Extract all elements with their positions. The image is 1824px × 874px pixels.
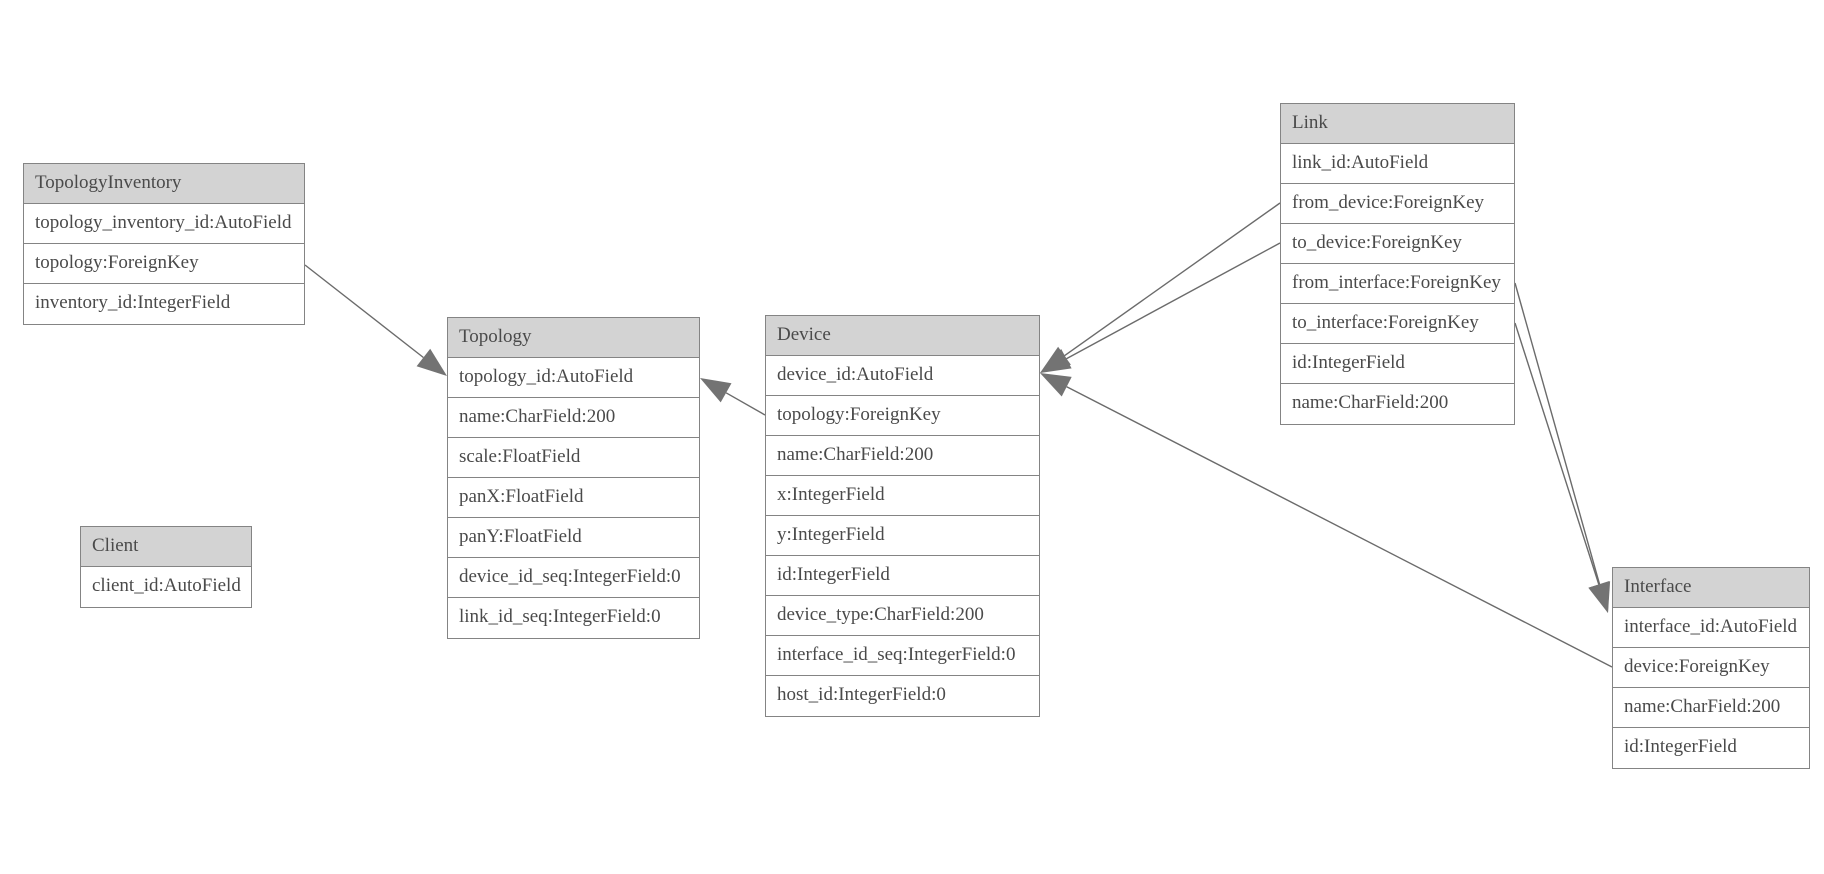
field-row: client_id:AutoField [81,567,251,607]
field-row: topology:ForeignKey [766,396,1039,436]
arrowhead-into-device-from-interface [1040,373,1072,397]
field-row: device_type:CharField:200 [766,596,1039,636]
field-row: inventory_id:IntegerField [24,284,304,324]
arrowhead-into-device-from-link-1 [1040,346,1071,373]
field-row: panX:FloatField [448,478,699,518]
field-row: topology_id:AutoField [448,358,699,398]
entity-device-header: Device [766,316,1039,356]
edge-device-to-topology [725,392,766,416]
field-row: name:CharField:200 [1613,688,1809,728]
field-row: id:IntegerField [1281,344,1514,384]
field-row: to_device:ForeignKey [1281,224,1514,264]
field-row: y:IntegerField [766,516,1039,556]
entity-interface-header: Interface [1613,568,1809,608]
field-row: device_id_seq:IntegerField:0 [448,558,699,598]
edge-link-to-device-to-device [1066,242,1281,360]
arrowhead-into-interface-1 [1589,581,1611,613]
field-row: x:IntegerField [766,476,1039,516]
entity-interface: Interface interface_id:AutoField device:… [1612,567,1810,769]
field-row: topology_inventory_id:AutoField [24,204,304,244]
edge-interface-to-device [1066,386,1613,668]
field-row: link_id:AutoField [1281,144,1514,184]
arrowhead-into-device-from-link-2 [1040,349,1072,373]
field-row: device_id:AutoField [766,356,1039,396]
field-row: interface_id_seq:IntegerField:0 [766,636,1039,676]
arrowhead-into-interface-2 [1588,581,1610,613]
entity-topologyinventory: TopologyInventory topology_inventory_id:… [23,163,305,325]
field-row: panY:FloatField [448,518,699,558]
arrowhead-into-topology-right [700,378,732,403]
field-row: id:IntegerField [1613,728,1809,768]
field-row: scale:FloatField [448,438,699,478]
field-row: name:CharField:200 [448,398,699,438]
field-row: interface_id:AutoField [1613,608,1809,648]
entity-topology-header: Topology [448,318,699,358]
field-row: from_interface:ForeignKey [1281,264,1514,304]
entity-link-header: Link [1281,104,1514,144]
entity-client: Client client_id:AutoField [80,526,252,608]
edge-link-to-interface-to-interface [1514,322,1600,585]
field-row: name:CharField:200 [1281,384,1514,424]
entity-link: Link link_id:AutoField from_device:Forei… [1280,103,1515,425]
entity-topologyinventory-header: TopologyInventory [24,164,304,204]
field-row: device:ForeignKey [1613,648,1809,688]
entity-device: Device device_id:AutoField topology:Fore… [765,315,1040,717]
edge-link-from-device-to-device [1064,202,1281,357]
field-row: to_interface:ForeignKey [1281,304,1514,344]
field-row: name:CharField:200 [766,436,1039,476]
edge-topologyinventory-to-topology [304,264,424,359]
field-row: id:IntegerField [766,556,1039,596]
field-row: link_id_seq:IntegerField:0 [448,598,699,638]
entity-topology: Topology topology_id:AutoField name:Char… [447,317,700,639]
field-row: host_id:IntegerField:0 [766,676,1039,716]
field-row: from_device:ForeignKey [1281,184,1514,224]
field-row: topology:ForeignKey [24,244,304,284]
arrowhead-into-topology-left [416,348,447,376]
edge-link-from-interface-to-interface [1514,282,1601,585]
entity-client-header: Client [81,527,251,567]
